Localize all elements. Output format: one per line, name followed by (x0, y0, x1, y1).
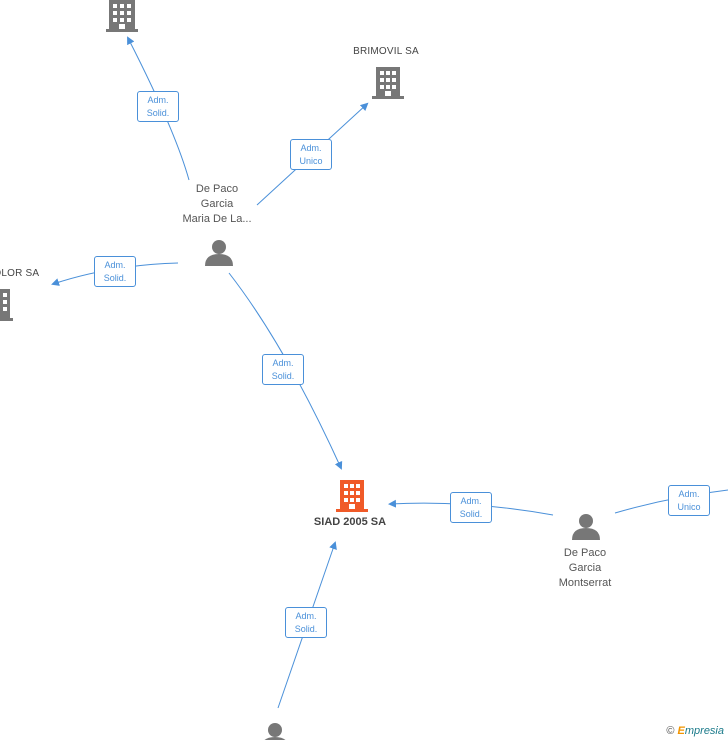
edge-label-maria-siad[interactable]: Adm. Solid. (262, 354, 304, 385)
copyright-footer: © Empresia (666, 725, 724, 737)
edge-label-role: Adm. (460, 496, 482, 506)
edge-label-type: Solid. (146, 108, 170, 118)
edge-label-type: Solid. (271, 371, 295, 381)
edge-label-type: Solid. (294, 624, 318, 634)
empresia-logo: Empresia (678, 725, 724, 737)
edge-label-role: Adm. (295, 611, 317, 621)
color-company-label[interactable]: COLOR SA (0, 268, 40, 279)
maria-label-line3: Maria De La... (182, 213, 252, 225)
bottom-person-icon[interactable] (261, 723, 289, 740)
edge-label-type: Solid. (103, 273, 127, 283)
edge-label-maria-brimovil[interactable]: Adm. Unico (290, 139, 332, 170)
edge-label-montserrat-siad[interactable]: Adm. Solid. (450, 492, 492, 523)
edge-label-role: Adm. (300, 143, 322, 153)
edge-label-montserrat-right[interactable]: Adm. Unico (668, 485, 710, 516)
edge-label-type: Unico (299, 156, 323, 166)
edge-label-type: Solid. (459, 509, 483, 519)
copyright-symbol: © (666, 725, 675, 737)
maria-person-icon[interactable] (205, 240, 233, 266)
color-company-building-icon[interactable] (0, 289, 13, 321)
main-company-building-icon[interactable] (336, 480, 368, 512)
brimovil-label[interactable]: BRIMOVIL SA (353, 46, 419, 57)
edge-label-maria-color[interactable]: Adm. Solid. (94, 256, 136, 287)
montserrat-label-line2: Garcia (568, 562, 602, 574)
main-company-label[interactable]: SIAD 2005 SA (313, 516, 387, 528)
empresia-logo-initial: E (677, 725, 685, 737)
montserrat-label-line1: De Paco (563, 547, 607, 559)
edge-label-role: Adm. (272, 358, 294, 368)
maria-label-line2: Garcia (200, 198, 234, 210)
empresia-logo-text: mpresia (684, 725, 724, 737)
edge-label-bottom-siad[interactable]: Adm. Solid. (285, 607, 327, 638)
montserrat-label[interactable]: De Paco Garcia Montserrat (530, 546, 640, 591)
montserrat-label-line3: Montserrat (558, 577, 612, 589)
edge-label-role: Adm. (147, 95, 169, 105)
maria-label-line1: De Paco (195, 183, 239, 195)
edge-label-role: Adm. (104, 260, 126, 270)
edge-label-type: Unico (677, 502, 701, 512)
montserrat-person-icon[interactable] (572, 514, 600, 540)
edge-label-role: Adm. (678, 489, 700, 499)
brimovil-building-icon[interactable] (372, 67, 404, 99)
edge-label-maria-top[interactable]: Adm. Solid. (137, 91, 179, 122)
maria-label[interactable]: De Paco Garcia Maria De La... (162, 182, 272, 227)
top-company-building-icon[interactable] (106, 0, 138, 32)
